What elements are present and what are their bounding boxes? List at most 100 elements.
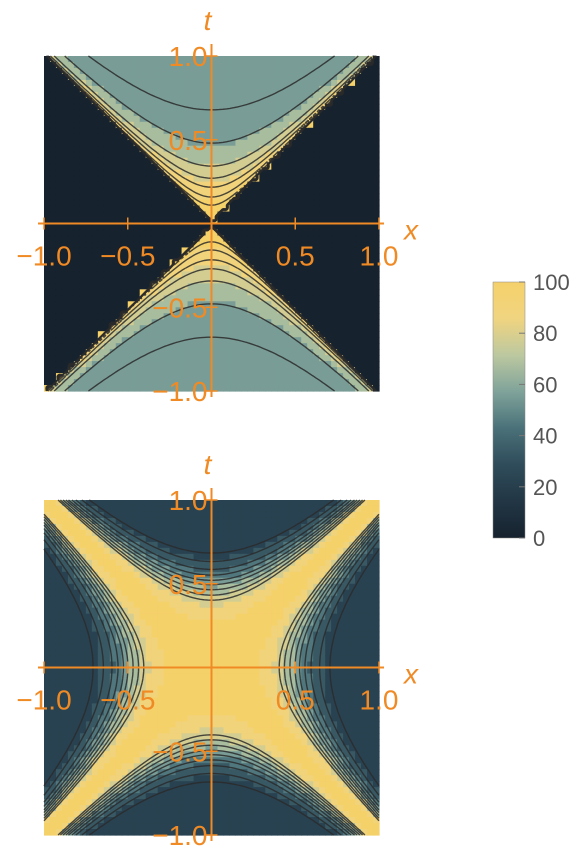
heatmap-cell xyxy=(271,313,278,320)
heatmap-cell xyxy=(145,739,153,746)
heatmap-cell xyxy=(157,793,165,800)
heatmap-cell xyxy=(283,157,290,165)
heatmap-cell xyxy=(67,295,75,302)
heatmap-cell xyxy=(103,133,111,141)
heatmap-cell xyxy=(139,511,147,519)
heatmap-cell xyxy=(127,571,135,579)
heatmap-cell xyxy=(229,277,237,284)
heatmap-cell xyxy=(133,127,141,135)
heatmap-cell xyxy=(205,799,213,806)
heatmap-cell xyxy=(85,56,93,63)
heatmap-cell xyxy=(145,667,153,675)
heatmap-cell xyxy=(295,67,302,75)
heatmap-cell xyxy=(151,667,159,675)
heatmap-cell xyxy=(343,223,350,231)
heatmap-cell xyxy=(259,145,266,153)
heatmap-cell xyxy=(223,649,231,657)
heatmap-cell xyxy=(235,595,243,603)
heatmap-cell xyxy=(97,385,105,392)
heatmap-cell xyxy=(199,673,207,681)
heatmap-cell xyxy=(133,61,141,69)
heatmap-cell xyxy=(169,655,177,663)
heatmap-cell xyxy=(91,691,99,699)
heatmap-cell xyxy=(67,169,75,177)
heatmap-cell xyxy=(235,319,243,326)
heatmap-cell xyxy=(55,589,63,597)
heatmap-cell xyxy=(97,373,105,380)
heatmap-cell xyxy=(85,97,93,105)
heatmap-cell xyxy=(121,523,129,531)
heatmap-cell xyxy=(139,805,147,812)
heatmap-cell xyxy=(343,271,350,278)
heatmap-cell xyxy=(79,709,87,716)
heatmap-cell xyxy=(325,253,332,260)
heatmap-cell xyxy=(103,577,111,585)
heatmap-cell xyxy=(44,673,51,681)
heatmap-cell xyxy=(241,56,248,63)
heatmap-cell xyxy=(211,367,219,374)
heatmap-cell xyxy=(73,307,81,314)
heatmap-cell xyxy=(163,145,171,153)
heatmap-cell xyxy=(253,151,260,159)
heatmap-cell xyxy=(289,73,296,81)
heatmap-cell xyxy=(55,385,63,392)
heatmap-cell xyxy=(121,829,129,836)
heatmap-cell xyxy=(313,229,320,237)
heatmap-cell xyxy=(199,649,207,657)
heatmap-cell xyxy=(223,163,231,171)
heatmap-cell xyxy=(181,211,189,219)
heatmap-cell xyxy=(127,307,135,314)
heatmap-cell xyxy=(127,343,135,350)
heatmap-cell xyxy=(223,781,231,788)
heatmap-cell xyxy=(49,500,57,507)
heatmap-cell xyxy=(211,697,219,704)
heatmap-cell xyxy=(103,253,111,260)
heatmap-cell xyxy=(163,535,171,543)
heatmap-cell xyxy=(175,601,183,609)
heatmap-cell xyxy=(235,367,243,374)
heatmap-cell xyxy=(373,103,380,111)
heatmap-cell xyxy=(319,169,326,177)
heatmap-cell xyxy=(85,583,93,591)
heatmap-cell xyxy=(301,133,308,141)
heatmap-cell xyxy=(85,325,93,332)
heatmap-cell xyxy=(97,343,105,350)
heatmap-cell xyxy=(259,265,266,272)
heatmap-cell xyxy=(247,193,254,201)
heatmap-cell xyxy=(151,265,159,272)
heatmap-cell xyxy=(313,325,320,332)
heatmap-cell xyxy=(151,679,159,687)
heatmap-cell xyxy=(61,769,69,776)
heatmap-cell xyxy=(193,553,201,561)
heatmap-cell xyxy=(103,235,111,243)
heatmap-cell xyxy=(44,361,51,368)
heatmap-cell xyxy=(367,97,374,105)
heatmap-cell xyxy=(181,145,189,153)
heatmap-cell xyxy=(85,139,93,147)
heatmap-cell xyxy=(85,595,93,603)
heatmap-cell xyxy=(85,643,93,651)
heatmap-cell xyxy=(265,265,272,272)
heatmap-cell xyxy=(211,295,219,302)
heatmap-cell xyxy=(205,169,213,177)
heatmap-cell xyxy=(205,235,213,243)
heatmap-cell xyxy=(133,505,141,513)
heatmap-cell xyxy=(133,325,141,332)
heatmap-cell xyxy=(109,337,117,344)
heatmap-cell xyxy=(79,253,87,260)
heatmap-cell xyxy=(319,229,326,237)
heatmap-cell xyxy=(139,367,147,374)
heatmap-cell xyxy=(343,301,350,308)
heatmap-cell xyxy=(97,361,105,368)
heatmap-cell xyxy=(79,577,87,585)
heatmap-cell xyxy=(205,805,213,812)
heatmap-cell xyxy=(97,715,105,722)
heatmap-cell xyxy=(67,583,75,591)
heatmap-cell xyxy=(373,73,380,81)
heatmap-cell xyxy=(361,337,368,344)
heatmap-cell xyxy=(295,247,302,255)
heatmap-cell xyxy=(175,667,183,675)
heatmap-cell xyxy=(44,589,51,597)
heatmap-cell xyxy=(205,163,213,171)
heatmap-cell xyxy=(223,500,231,507)
